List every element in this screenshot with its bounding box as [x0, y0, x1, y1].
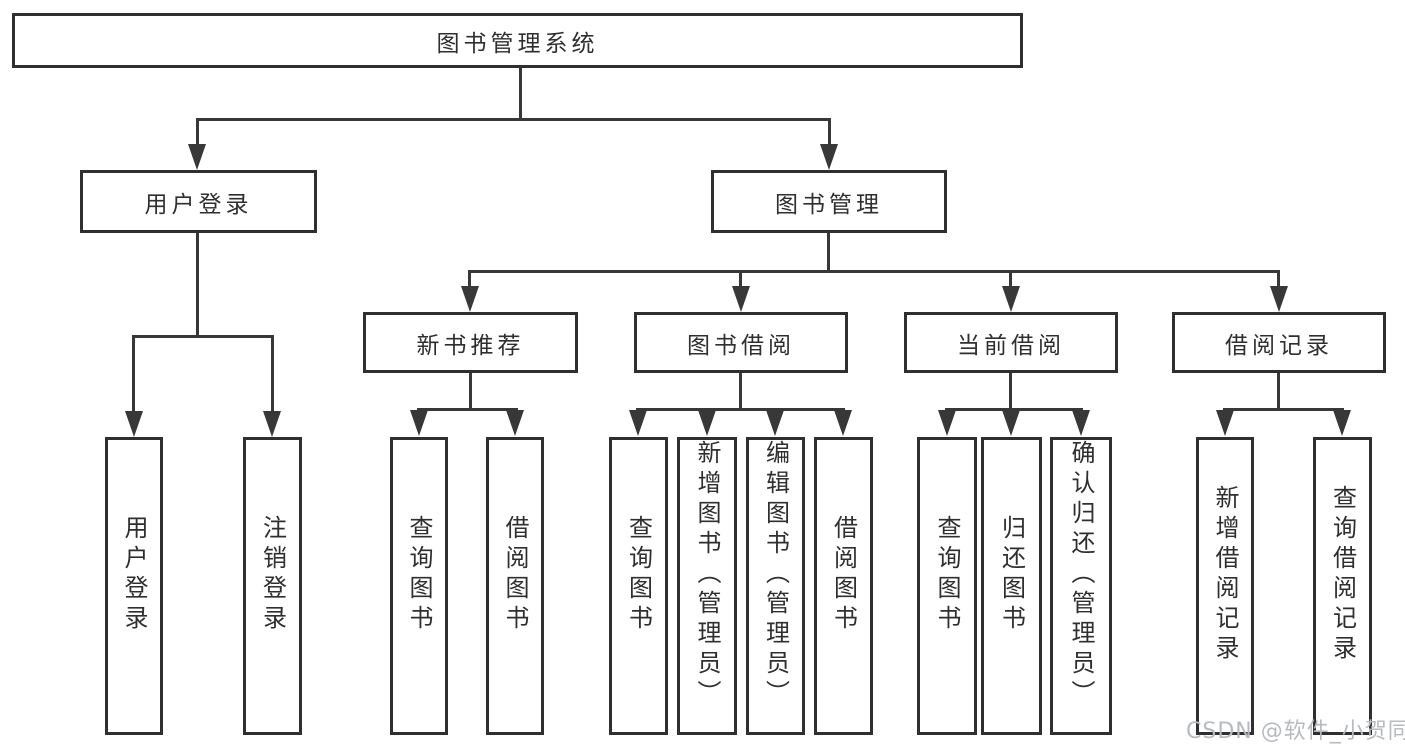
arrow-down-icon — [732, 286, 750, 312]
node-book-management: 图书管理 — [711, 170, 947, 233]
arrow-down-icon — [461, 286, 479, 312]
connector-line — [132, 335, 135, 415]
arrow-down-icon — [820, 144, 838, 170]
connector-line — [636, 408, 845, 411]
connector-line — [132, 335, 274, 338]
arrow-down-icon — [263, 411, 281, 437]
arrow-down-icon — [506, 410, 524, 436]
connector-line — [828, 118, 831, 146]
arrow-down-icon — [1333, 410, 1351, 436]
connector-line — [417, 408, 518, 411]
node-borrowing-records: 借阅记录 — [1172, 312, 1386, 373]
leaf-logout: 注销登录 — [243, 437, 302, 735]
connector-line — [1277, 270, 1280, 290]
arrow-down-icon — [125, 411, 143, 437]
leaf-return-books: 归还图书 — [981, 437, 1042, 735]
connector-line — [1223, 408, 1344, 411]
connector-line — [945, 408, 1083, 411]
connector-line — [271, 335, 274, 415]
connector-line — [1277, 373, 1280, 410]
leaf-confirm-return-admin: 确认归还（管理员） — [1050, 437, 1112, 735]
arrow-down-icon — [1002, 286, 1020, 312]
connector-line — [196, 118, 831, 121]
connector-line — [196, 118, 199, 146]
connector-line — [469, 373, 472, 410]
arrow-down-icon — [410, 410, 428, 436]
connector-line — [1009, 373, 1012, 410]
leaf-add-borrow-record: 新增借阅记录 — [1196, 437, 1254, 735]
arrow-down-icon — [766, 410, 784, 436]
arrow-down-icon — [1072, 410, 1090, 436]
leaf-query-borrow-record: 查询借阅记录 — [1313, 437, 1372, 735]
arrow-down-icon — [698, 410, 716, 436]
leaf-user-login: 用户登录 — [105, 437, 163, 735]
leaf-borrow-books-recommend: 借阅图书 — [486, 437, 544, 735]
csdn-watermark: CSDN @软件_小贺同学 — [1186, 719, 1405, 744]
leaf-query-books-borrowing: 查询图书 — [609, 437, 668, 735]
arrow-down-icon — [629, 410, 647, 436]
arrow-down-icon — [1270, 286, 1288, 312]
leaf-query-books-current: 查询图书 — [917, 437, 977, 735]
arrow-down-icon — [938, 410, 956, 436]
connector-line — [739, 373, 742, 410]
node-book-borrowing: 图书借阅 — [634, 312, 848, 373]
arrow-down-icon — [1216, 410, 1234, 436]
node-current-borrowing: 当前借阅 — [904, 312, 1118, 373]
connector-line — [468, 270, 471, 290]
connector-line — [519, 68, 522, 120]
arrow-down-icon — [834, 410, 852, 436]
node-library-management-system: 图书管理系统 — [12, 13, 1023, 68]
leaf-edit-books-admin: 编辑图书（管理员） — [746, 437, 805, 735]
connector-line — [468, 270, 1280, 273]
connector-line — [827, 233, 830, 272]
connector-line — [739, 270, 742, 290]
arrow-down-icon — [188, 144, 206, 170]
node-user-login: 用户登录 — [80, 170, 317, 233]
arrow-down-icon — [1002, 410, 1020, 436]
connector-line — [1009, 270, 1012, 290]
connector-line — [196, 233, 199, 337]
leaf-add-books-admin: 新增图书（管理员） — [677, 437, 737, 735]
leaf-borrow-books-borrowing: 借阅图书 — [814, 437, 873, 735]
leaf-query-books-recommend: 查询图书 — [390, 437, 448, 735]
node-new-book-recommend: 新书推荐 — [363, 312, 578, 373]
